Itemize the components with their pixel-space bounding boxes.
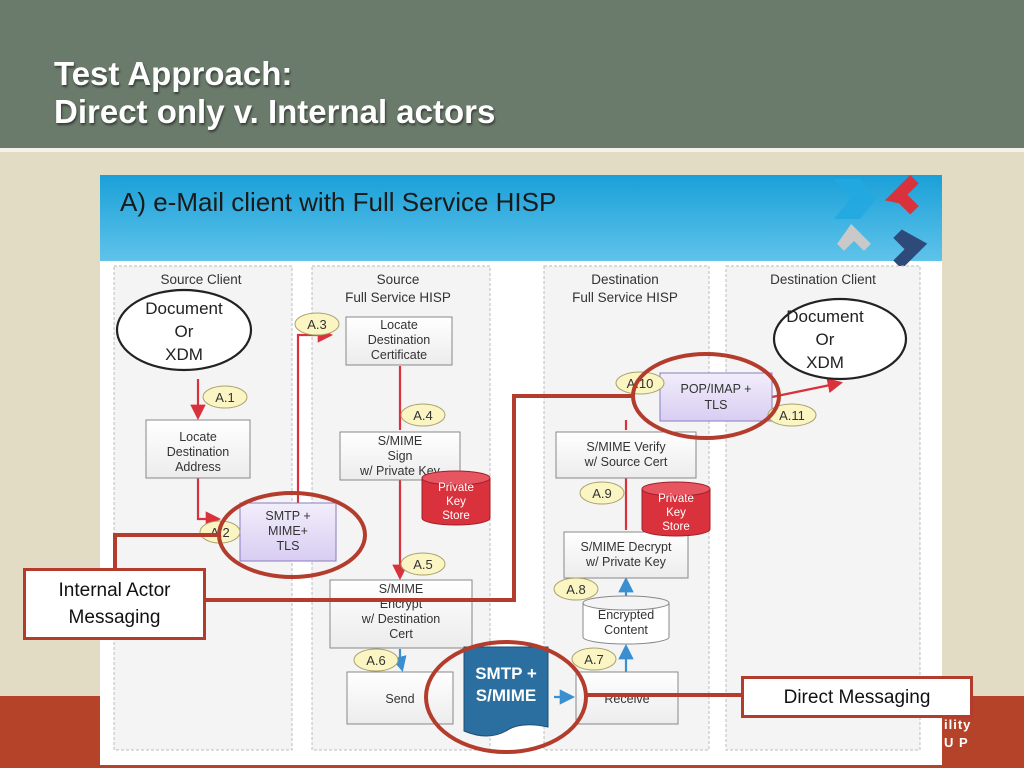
step-label-a5: A.5: [413, 557, 433, 572]
encrypted-content-line2: Content: [604, 623, 648, 637]
box-locate-address-line2: Destination: [167, 445, 230, 459]
box-smtp-mime-tls-line2: MIME+: [268, 524, 308, 538]
dest-document-line2: Or: [816, 330, 835, 349]
box-locate-address-line3: Address: [175, 460, 221, 474]
key-store-dest-line1: Private: [658, 493, 694, 505]
callout-internal-line2: Messaging: [68, 607, 161, 628]
step-label-a1: A.1: [215, 390, 235, 405]
box-locate-cert-line2: Destination: [368, 333, 431, 347]
callout-internal-actor-messaging: Internal Actor Messaging: [23, 568, 206, 640]
box-smime-encrypt-line2: Encrypt: [380, 597, 423, 611]
header-divider: [0, 148, 1024, 152]
footer-text-line2: U P: [944, 735, 969, 750]
source-document-ellipse: [115, 288, 253, 372]
key-store-source-line1: Private: [438, 482, 474, 494]
box-pop-imap-tls-line1: POP/IMAP +: [681, 382, 752, 396]
step-label-a10: A.10: [627, 376, 654, 391]
slide-title: Test Approach: Direct only v. Internal a…: [54, 55, 495, 131]
box-smime-decrypt-line2: w/ Private Key: [585, 555, 667, 569]
dest-document-ellipse: [772, 297, 908, 381]
diagram-header: [100, 175, 942, 261]
key-store-source-line2: Key: [446, 496, 466, 508]
lane-title-source-hisp-2: Full Service HISP: [345, 290, 451, 305]
box-smime-decrypt-line1: S/MIME Decrypt: [581, 540, 673, 554]
box-pop-imap-tls: [659, 372, 773, 422]
key-store-source-line3: Store: [442, 510, 470, 522]
box-send-label: Send: [385, 692, 414, 706]
box-smime-sign-line2: Sign: [387, 449, 412, 463]
step-label-a3: A.3: [307, 317, 327, 332]
footer-text-line1: ility: [944, 717, 972, 732]
step-label-a9: A.9: [592, 486, 612, 501]
box-smtp-mime-tls-line1: SMTP +: [265, 509, 310, 523]
box-smtp-smime-line1: SMTP +: [475, 664, 537, 683]
callout-direct-messaging: Direct Messaging: [741, 676, 973, 718]
diagram-title: A) e-Mail client with Full Service HISP: [120, 187, 557, 217]
box-pop-imap-tls-line2: TLS: [705, 398, 728, 412]
step-label-a6: A.6: [366, 653, 386, 668]
box-smtp-smime-line2: S/MIME: [476, 686, 536, 705]
footer-logo-text: ility U P: [944, 716, 971, 752]
box-smime-verify-line1: S/MIME Verify: [586, 440, 666, 454]
key-store-dest-line3: Store: [662, 521, 690, 533]
box-smime-verify-line2: w/ Source Cert: [584, 455, 668, 469]
box-locate-address-line1: Locate: [179, 430, 217, 444]
box-locate-cert-line1: Locate: [380, 318, 418, 332]
box-smtp-mime-tls-line3: TLS: [277, 539, 300, 553]
callout-internal-line1: Internal Actor: [58, 580, 171, 601]
box-smime-encrypt-line4: Cert: [389, 627, 413, 641]
box-locate-cert: [345, 316, 453, 366]
box-smime-encrypt-line1: S/MIME: [379, 582, 423, 596]
step-label-a4: A.4: [413, 408, 433, 423]
logo-arrows-icon: [834, 175, 928, 270]
lane-title-dest-hisp-2: Full Service HISP: [572, 290, 678, 305]
step-label-a7: A.7: [584, 652, 604, 667]
step-label-a8: A.8: [566, 582, 586, 597]
private-key-store-dest: [641, 481, 711, 537]
box-locate-cert-line3: Certificate: [371, 348, 427, 362]
lane-title-dest-hisp-1: Destination: [591, 272, 659, 287]
lane-title-source-hisp-1: Source: [377, 272, 420, 287]
slide-title-line2: Direct only v. Internal actors: [54, 93, 496, 130]
callout-direct-label: Direct Messaging: [783, 687, 931, 708]
lane-title-dest-client: Destination Client: [770, 272, 876, 287]
encrypted-content-line1: Encrypted: [598, 608, 654, 622]
box-smime-encrypt-line3: w/ Destination: [361, 612, 441, 626]
source-document-line3: XDM: [165, 345, 203, 364]
step-labels: [199, 312, 817, 672]
box-smime-sign-line1: S/MIME: [378, 434, 422, 448]
box-receive-label: Receive: [604, 692, 649, 706]
dest-document-line1: Document: [786, 307, 864, 326]
step-label-a2: A.2: [210, 525, 230, 540]
lane-title-source-client: Source Client: [160, 272, 241, 287]
slide-header: [0, 0, 1024, 148]
source-document-line1: Document: [145, 299, 223, 318]
step-label-a11: A.11: [779, 408, 805, 423]
key-store-dest-line2: Key: [666, 507, 686, 519]
dest-document-line3: XDM: [806, 353, 844, 372]
source-document-line2: Or: [175, 322, 194, 341]
slide-title-line1: Test Approach:: [54, 55, 293, 92]
